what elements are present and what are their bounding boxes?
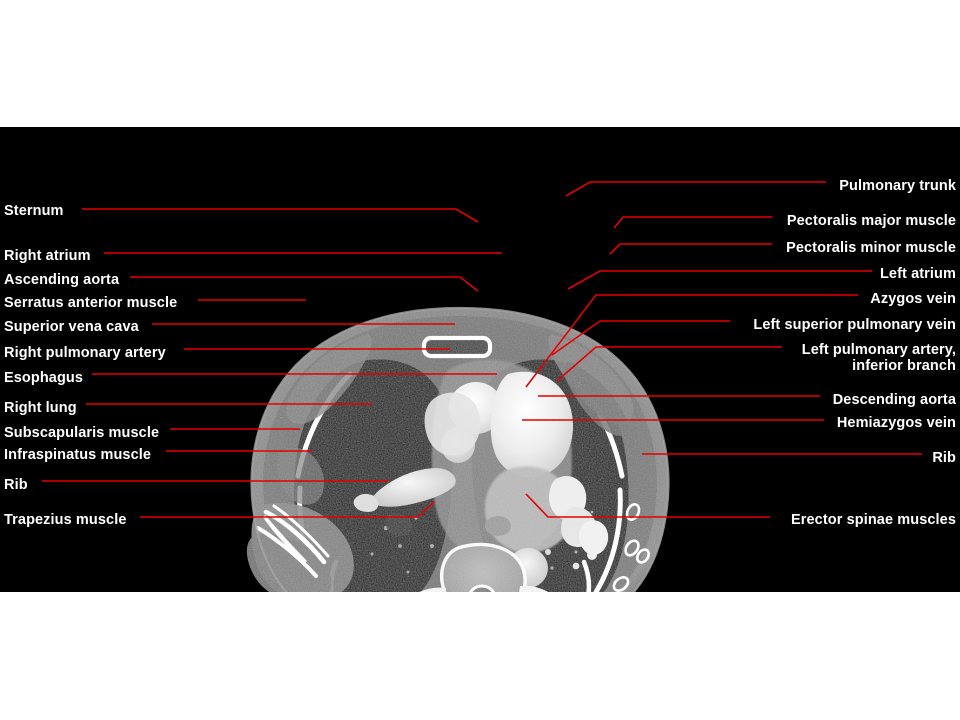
label-ascending-aorta: Ascending aorta [4, 272, 120, 288]
label-left-superior-pulmonary-vein: Left superior pulmonary vein [753, 317, 956, 333]
leader-line-pulmonary-trunk [565, 181, 826, 197]
label-right-pulmonary-artery: Right pulmonary artery [4, 345, 166, 361]
label-subscapularis-muscle: Subscapularis muscle [4, 425, 160, 441]
label-pulmonary-trunk: Pulmonary trunk [839, 178, 956, 194]
leader-line-pectoralis-minor-muscle [609, 243, 772, 255]
leader-line-ascending-aorta [130, 276, 479, 292]
leader-line-left-atrium [567, 270, 872, 290]
label-erector-spinae-muscles: Erector spinae muscles [791, 512, 956, 528]
label-trapezius-muscle: Trapezius muscle [4, 512, 127, 528]
label-infraspinatus-muscle: Infraspinatus muscle [4, 447, 152, 463]
label-superior-vena-cava: Superior vena cava [4, 319, 139, 335]
label-esophagus: Esophagus [4, 370, 84, 386]
label-pectoralis-minor-muscle: Pectoralis minor muscle [786, 240, 956, 256]
leader-line-sternum [82, 208, 479, 223]
leader-line-pectoralis-major-muscle [613, 216, 772, 229]
label-right-atrium: Right atrium [4, 248, 91, 264]
label-serratus-anterior-muscle: Serratus anterior muscle [4, 295, 178, 311]
label-rib-left: Rib [4, 477, 28, 493]
label-azygos-vein: Azygos vein [870, 291, 956, 307]
label-rib-right: Rib [932, 450, 956, 466]
label-right-lung: Right lung [4, 400, 77, 416]
label-left-pulmonary-artery: Left pulmonary artery, inferior branch [801, 342, 956, 374]
label-left-atrium: Left atrium [879, 266, 956, 282]
label-descending-aorta: Descending aorta [832, 392, 956, 408]
ct-scan-image [240, 300, 680, 592]
label-pectoralis-major-muscle: Pectoralis major muscle [786, 213, 956, 229]
label-sternum: Sternum [4, 203, 64, 219]
label-hemiazygos-vein: Hemiazygos vein [836, 415, 956, 431]
